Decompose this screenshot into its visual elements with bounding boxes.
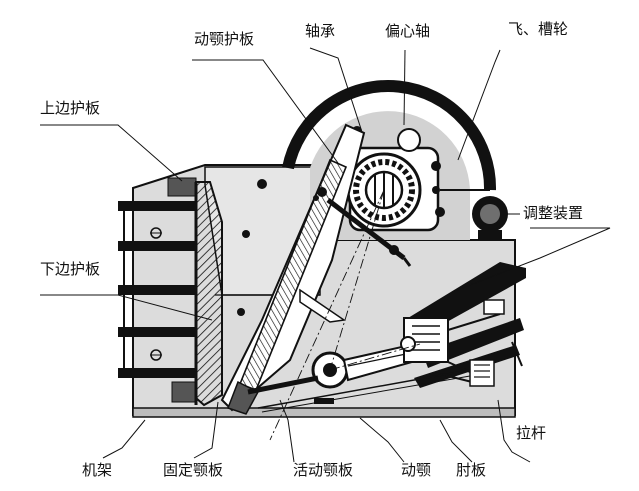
toggle-plate-shape bbox=[247, 344, 414, 395]
label-bearing: 轴承 bbox=[305, 22, 336, 40]
label-fixed-jaw-plate: 固定颚板 bbox=[163, 461, 224, 479]
center-lines bbox=[269, 189, 421, 441]
label-lower-side-guard: 下边护板 bbox=[40, 260, 101, 278]
label-tie-rod: 拉杆 bbox=[516, 424, 547, 442]
label-flywheel-pulley: 飞、槽轮 bbox=[508, 20, 569, 38]
label-eccentric-shaft: 偏心轴 bbox=[385, 22, 431, 40]
label-adjusting-device: 调整装置 bbox=[523, 204, 584, 222]
label-movable-jaw-plate: 活动颚板 bbox=[293, 461, 354, 479]
label-movable-jaw-guard: 动颚护板 bbox=[194, 30, 255, 48]
label-frame: 机架 bbox=[82, 461, 113, 479]
leader-lines bbox=[40, 47, 611, 463]
fixed-jaw-plate-shape bbox=[194, 181, 223, 407]
frame-ribs bbox=[118, 177, 197, 403]
label-toggle-plate: 肘板 bbox=[456, 461, 487, 479]
label-upper-side-guard: 上边护板 bbox=[40, 99, 101, 117]
adjusting-device-shape bbox=[472, 196, 508, 240]
tie-rod-shape bbox=[257, 262, 526, 413]
label-movable-jaw: 动颚 bbox=[401, 461, 432, 479]
